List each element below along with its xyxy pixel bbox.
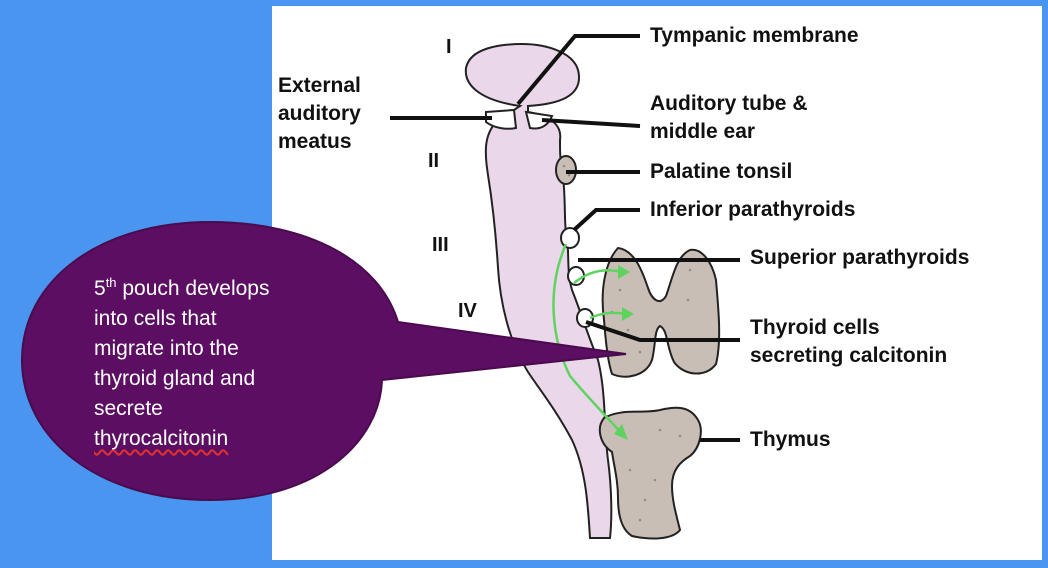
- auditory-notch: [524, 110, 554, 130]
- label-external-line2: auditory: [278, 102, 361, 125]
- callout-line-1: 5th pouch develops: [94, 268, 344, 304]
- arrowheads: [614, 265, 634, 440]
- inferior-parathyroid-bud: [560, 227, 580, 249]
- callout-line-5: secrete: [94, 397, 163, 420]
- label-thyroid-line1: Thyroid cells: [750, 316, 880, 339]
- pouch-label-i: I: [446, 36, 452, 58]
- callout-line-1-rest: pouch develops: [116, 277, 270, 300]
- tissue-texture: [562, 164, 702, 522]
- label-external-line3: meatus: [278, 130, 352, 153]
- label-palatine-tonsil: Palatine tonsil: [650, 160, 793, 183]
- leader-lines: [390, 34, 740, 442]
- label-external-line1: External: [278, 74, 361, 97]
- pouch-label-iv: IV: [458, 300, 477, 322]
- pharynx-outline: [464, 42, 613, 539]
- callout-line-2: into cells that: [94, 307, 217, 330]
- label-auditory-tube: Auditory tube & middle ear: [650, 90, 808, 146]
- callout-line-3: migrate into the: [94, 337, 239, 360]
- label-superior-parathyroids: Superior parathyroids: [750, 246, 970, 269]
- pouch-label-iii: III: [432, 234, 449, 256]
- callout-superscript: th: [105, 275, 117, 290]
- tympanic-notch: [485, 108, 518, 130]
- callout-bubble: [20, 220, 627, 502]
- callout-thyrocalcitonin: thyrocalcitonin: [94, 427, 229, 450]
- label-thymus: Thymus: [750, 428, 831, 451]
- label-thyroid-cells: Thyroid cells secreting calcitonin: [750, 314, 947, 370]
- callout-text: 5th pouch develops into cells that migra…: [94, 268, 344, 454]
- pouch-label-ii: II: [428, 150, 440, 172]
- label-inferior-parathyroids: Inferior parathyroids: [650, 198, 856, 221]
- thymus-shape: [598, 406, 702, 540]
- callout-line-4: thyroid gland and: [94, 367, 256, 390]
- label-tympanic-membrane: Tympanic membrane: [650, 24, 859, 47]
- thyroid-gland-shape: [601, 246, 721, 378]
- callout-number: 5: [94, 277, 106, 300]
- label-auditory-line1: Auditory tube &: [650, 92, 808, 115]
- label-auditory-line2: middle ear: [650, 120, 756, 143]
- label-external-auditory-meatus: External auditory meatus: [278, 72, 361, 156]
- callout-line-6: thyrocalcitonin: [94, 424, 344, 454]
- label-thyroid-line2: secreting calcitonin: [750, 344, 948, 367]
